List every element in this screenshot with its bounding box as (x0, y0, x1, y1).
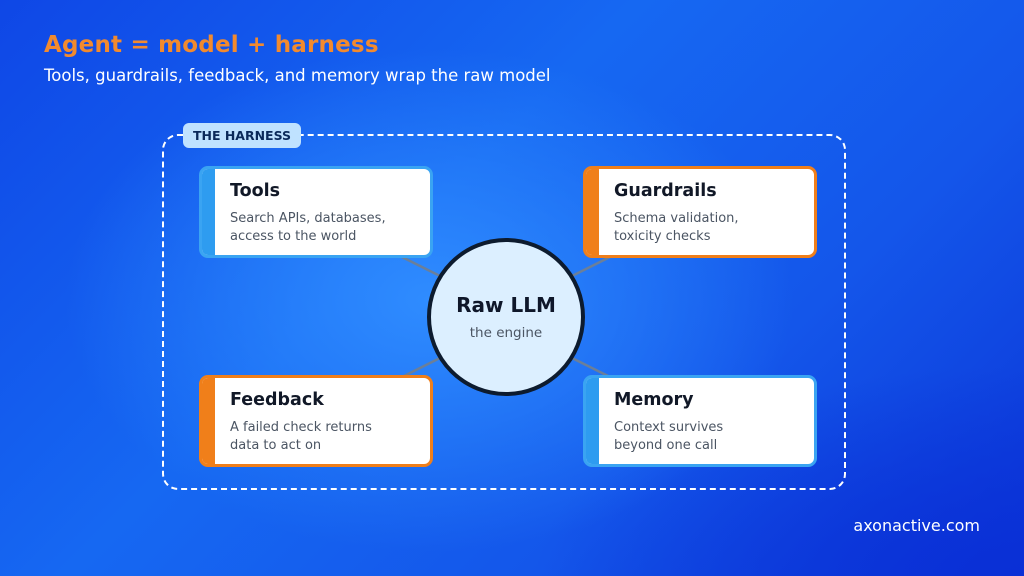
card-description-line: Schema validation, (614, 211, 739, 226)
card-description: Context survives beyond one call (614, 419, 810, 455)
slide-subtitle: Tools, guardrails, feedback, and memory … (44, 66, 551, 85)
card-title: Guardrails (614, 181, 717, 201)
card-title: Tools (230, 181, 281, 201)
card-title: Feedback (230, 390, 324, 410)
card-description-line: beyond one call (614, 438, 718, 453)
center-title: Raw LLM (456, 293, 556, 317)
card-accent-bar (202, 169, 215, 255)
card-description-line: A failed check returns (230, 420, 372, 435)
card-description-line: access to the world (230, 229, 357, 244)
connector-feedback (399, 354, 445, 380)
slide-title: Agent = model + harness (44, 32, 379, 58)
card-feedback: Feedback A failed check returns data to … (199, 375, 433, 467)
card-description: Search APIs, databases, access to the wo… (230, 210, 426, 246)
harness-label: THE HARNESS (183, 123, 301, 148)
card-description: A failed check returns data to act on (230, 419, 426, 455)
connector-tools (399, 254, 445, 280)
card-accent-bar (202, 378, 215, 464)
connector-guardrails (567, 254, 613, 280)
card-description-line: toxicity checks (614, 229, 711, 244)
card-guardrails: Guardrails Schema validation, toxicity c… (583, 166, 817, 258)
center-subtitle: the engine (469, 325, 543, 341)
card-description: Schema validation, toxicity checks (614, 210, 810, 246)
card-memory: Memory Context survives beyond one call (583, 375, 817, 467)
card-description-line: data to act on (230, 438, 322, 453)
center-node-raw-llm: Raw LLM the engine (427, 238, 585, 396)
card-title: Memory (614, 390, 694, 410)
connector-memory (567, 354, 613, 380)
card-description-line: Search APIs, databases, (230, 211, 386, 226)
footer-site-url: axonactive.com (853, 516, 980, 535)
card-accent-bar (586, 378, 599, 464)
card-tools: Tools Search APIs, databases, access to … (199, 166, 433, 258)
card-description-line: Context survives (614, 420, 724, 435)
harness-boundary (162, 134, 846, 490)
card-accent-bar (586, 169, 599, 255)
